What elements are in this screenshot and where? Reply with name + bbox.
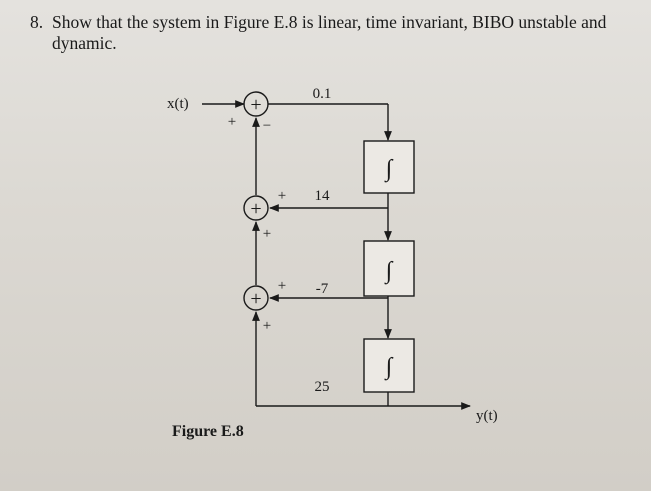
gain-25-label: 25 xyxy=(315,379,330,395)
sign-s2-right: + xyxy=(278,188,286,204)
gain-0-1-label: 0.1 xyxy=(313,86,332,102)
gain-neg7-label: -7 xyxy=(316,281,329,297)
sign-s3-right: + xyxy=(278,278,286,294)
summer-2 xyxy=(243,195,269,221)
sign-s1-left: + xyxy=(228,114,236,130)
integrator-1 xyxy=(363,140,415,194)
output-label: y(t) xyxy=(476,408,498,424)
problem-text-line-1: Show that the system in Figure E.8 is li… xyxy=(52,12,607,32)
integrator-2 xyxy=(363,240,415,297)
summer-1 xyxy=(243,91,269,117)
summer-1-symbol: + xyxy=(250,94,261,116)
problem-statement: 8. Show that the system in Figure E.8 is … xyxy=(30,12,630,54)
input-label: x(t) xyxy=(167,96,189,112)
summer-3 xyxy=(243,285,269,311)
integrator-1-symbol: ∫ xyxy=(384,156,394,183)
integrator-3-symbol: ∫ xyxy=(384,354,394,381)
sign-s3-below: + xyxy=(263,318,271,334)
problem-line-1: 8. Show that the system in Figure E.8 is … xyxy=(30,12,630,33)
sign-s1-below: − xyxy=(263,118,271,134)
figure-caption: Figure E.8 xyxy=(172,423,244,440)
integrator-3 xyxy=(363,338,415,393)
summer-3-symbol: + xyxy=(250,288,261,310)
gain-14-label: 14 xyxy=(315,188,331,204)
problem-number: 8. xyxy=(30,12,44,32)
sign-s2-below: + xyxy=(263,226,271,242)
summer-2-symbol: + xyxy=(250,198,261,220)
integrator-2-symbol: ∫ xyxy=(384,258,394,285)
problem-text-line-2: dynamic. xyxy=(52,33,117,53)
